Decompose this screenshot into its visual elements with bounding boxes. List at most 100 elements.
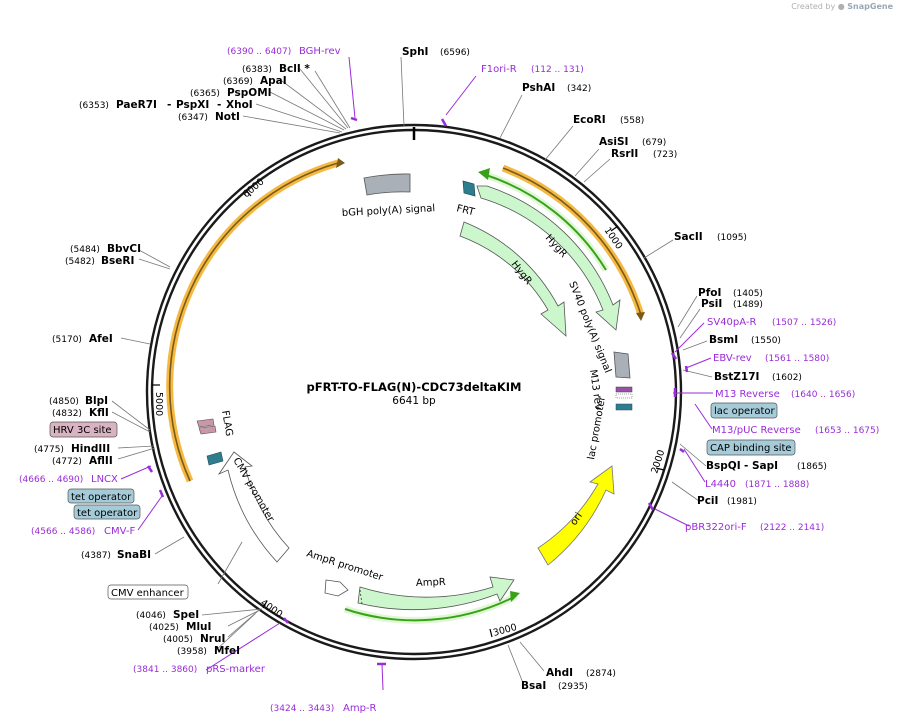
primer-m13-reverse-name: M13 Reverse [715, 389, 780, 400]
site-hindiii-pos: (4775) [34, 445, 64, 455]
primer-pbr322ori-f-range: (2122 .. 2141) [760, 523, 824, 533]
primer-ebv-rev-range: (1561 .. 1580) [765, 354, 829, 364]
primer-l4440-range: (1871 .. 1888) [745, 480, 809, 490]
site-bspqi-name: BspQI [706, 460, 741, 472]
ampr-promoter-feature [324, 579, 349, 597]
tet-operator-box-label-2: tet operator [77, 508, 138, 519]
primer-lncx-name: LNCX [91, 474, 118, 485]
site-hindiii-name: HindIII [71, 443, 110, 455]
site-bsmi-name: BsmI [709, 334, 738, 346]
primer-lncx-range: (4666 .. 4690) [19, 475, 83, 485]
cmv-enhancer-box-label: CMV enhancer [111, 588, 185, 599]
site-afei-pos: (5170) [52, 335, 82, 345]
site-pcii-name: PciI [697, 495, 718, 507]
site-ahdi-pos: (2874) [586, 669, 616, 679]
snapgene-brand: SnapGene [847, 2, 893, 11]
tick-label-5000: 5000 [153, 392, 164, 416]
flag-label: FLAG [219, 410, 234, 437]
primer-m13puc-reverse-range: (1653 .. 1675) [815, 426, 879, 436]
site-blpi-name: BlpI [85, 395, 108, 407]
ampr-feature [357, 576, 515, 611]
site-bspqi-pos: (1865) [797, 462, 827, 472]
site-sphi-name: SphI [402, 46, 428, 58]
svg-text:-: - [217, 99, 221, 111]
site-bcli-name: BclI * [279, 63, 310, 75]
site-pspomi-pos: (6365) [190, 89, 220, 99]
site-kfli-pos: (4832) [52, 409, 82, 419]
primer-cmv-f-name: CMV-F [104, 526, 135, 537]
frt-feature [462, 180, 476, 197]
site-snabi-name: SnaBI [117, 549, 151, 561]
site-pcii-pos: (1981) [727, 497, 757, 507]
site-bcli-pos: (6383) [242, 65, 272, 75]
site-aflii-pos: (4772) [52, 457, 82, 467]
site-kfli-name: KflI [89, 407, 109, 419]
site-paer7i-pos: (6353) [79, 101, 109, 111]
site-snabi-pos: (4387) [81, 551, 111, 561]
primer-amp-r-name: Amp-R [343, 703, 377, 714]
primer-prs-marker-name: pRS-marker [206, 664, 266, 675]
primer-prs-marker-range: (3841 .. 3860) [133, 665, 197, 675]
bgh-polya-feature [363, 173, 411, 196]
orf-arcs [166, 158, 645, 483]
lac-operator-feature [615, 393, 633, 399]
ampr-orf-arrow [343, 591, 520, 624]
site-asisi-pos: (679) [642, 138, 666, 148]
lac-promoter-label: lac promoter [586, 395, 608, 461]
sv40-feature [613, 351, 631, 379]
site-sphi-pos: (6596) [440, 48, 470, 58]
credit-text: Created by [791, 2, 836, 11]
site-psii-pos: (1489) [733, 300, 763, 310]
site-bbvci-pos: (5484) [70, 245, 100, 255]
site-ecori-pos: (558) [620, 116, 644, 126]
frt-label: FRT [455, 203, 476, 218]
cmv-promoter-feature [217, 451, 290, 563]
site-bsai-name: BsaI [521, 680, 546, 692]
site-noti-name: NotI [215, 111, 240, 123]
site-pshai-name: PshAI [522, 82, 555, 94]
site-bseri-pos: (5482) [65, 257, 95, 267]
site-mlui-pos: (4025) [149, 623, 179, 633]
hrv-3c-feature [198, 425, 217, 435]
ampr-label: AmpR [416, 577, 446, 589]
site-psii-name: PsiI [701, 298, 722, 310]
site-bsai-pos: (2935) [558, 682, 588, 692]
ori-feature [537, 465, 615, 566]
svg-text:-: - [167, 99, 171, 111]
site-mlui-name: MluI [186, 621, 211, 633]
site-rsrii-name: RsrII [611, 148, 638, 160]
site-xhoi-name: XhoI [226, 99, 253, 111]
primer-pbr322ori-f-name: pBR322ori-F [685, 522, 747, 533]
plasmid-name: pFRT-TO-FLAG(N)-CDC73deltaKIM [307, 380, 522, 394]
site-rsrii-pos: (723) [653, 150, 677, 160]
boxed-labels: lac operator CAP binding site HRV 3C sit… [49, 402, 796, 600]
tet-operator-feature [206, 451, 224, 466]
svg-text:-: - [744, 460, 748, 472]
site-pfoi-pos: (1405) [733, 289, 763, 299]
orf-arc-left [166, 159, 339, 483]
primer-sv40pa-r-range: (1507 .. 1526) [772, 318, 836, 328]
site-sacii-name: SacII [674, 231, 703, 243]
m13-rev-feature [615, 386, 633, 393]
site-bstz17i-name: BstZ17I [714, 371, 759, 383]
site-sacii-pos: (1095) [717, 233, 747, 243]
site-sapi-name: SapI [752, 460, 778, 472]
site-pspomi-name: PspOMI [227, 87, 272, 99]
site-noti-pos: (6347) [178, 113, 208, 123]
site-mfei-pos: (3958) [177, 647, 207, 657]
hrv-3c-box-label: HRV 3C site [53, 425, 112, 436]
cap-binding-feature [615, 403, 633, 411]
site-aflii-name: AflII [89, 455, 113, 467]
site-spei-pos: (4046) [136, 611, 166, 621]
tick-label-3000: 3000 [492, 622, 518, 639]
site-bstz17i-pos: (1602) [772, 373, 802, 383]
bgh-polya-label: bGH poly(A) signal [342, 203, 436, 219]
site-bbvci-name: BbvCI [107, 243, 141, 255]
primer-amp-r-range: (3424 .. 3443) [270, 704, 334, 714]
primer-labels: (6390 .. 6407) BGH-rev F1ori-R (112 .. 1… [19, 46, 879, 714]
tet-operator-box-label-1: tet operator [71, 492, 132, 503]
primer-marks [120, 56, 713, 691]
snapgene-credit: Created by ● SnapGene [791, 2, 893, 11]
site-paer7i-name: PaeR7I [116, 99, 157, 111]
